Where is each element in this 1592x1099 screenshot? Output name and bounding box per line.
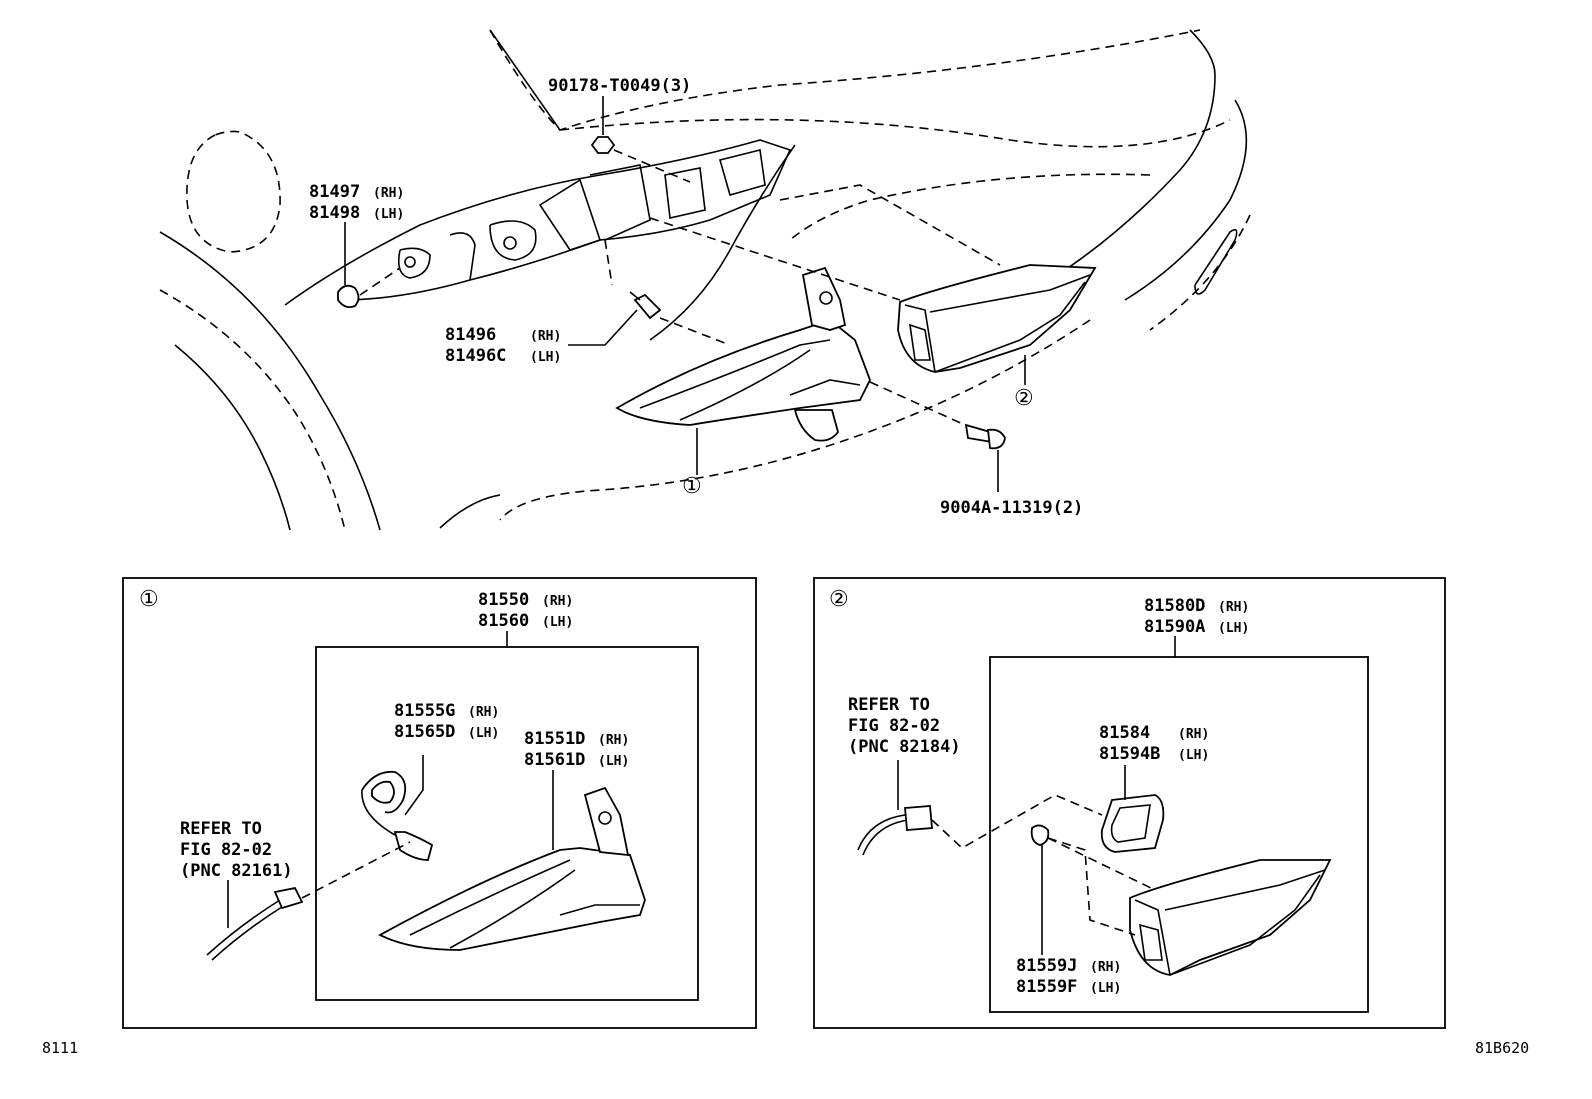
lamp-1-top [604,239,871,475]
callout-1-box: ① [139,587,159,612]
lamp-2-top [649,184,1097,385]
refer2-line1: REFER TO [848,695,930,715]
label-lens-lh: 81561D [524,750,585,770]
nut-90178 [590,96,691,183]
label-clip-lh-side: (LH) [373,207,404,222]
callout-2-box: ② [829,587,849,612]
retainer-81496 [568,291,731,346]
label-socket-rh: 81555G [394,701,455,721]
label-clip-lh: 81498 [309,203,360,223]
label-retainer-rh-side: (RH) [530,329,561,344]
label-assy1-rh-side: (RH) [542,594,573,609]
label-assy2-rh: 81580D [1144,596,1205,616]
label-clip2-lh-side: (LH) [1090,981,1121,996]
label-assy2-rh-side: (RH) [1218,600,1249,615]
refer1-line1: REFER TO [180,819,262,839]
bolt-9004A [869,381,1006,492]
label-nut: 90178-T0049(3) [548,76,691,96]
label-retainer-lh: 81496C [445,346,506,366]
refer1-line3: (PNC 82161) [180,861,293,881]
label-clip-rh-side: (RH) [373,186,404,201]
label-gasket-rh-side: (RH) [1178,727,1209,742]
label-lens-lh-side: (LH) [598,754,629,769]
label-retainer-rh: 81496 [445,325,496,345]
label-socket-rh-side: (RH) [468,705,499,720]
refer2-line3: (PNC 82184) [848,737,961,757]
label-clip-rh: 81497 [309,182,360,202]
footer-left-code: 8111 [42,1039,78,1057]
label-clip2-rh-side: (RH) [1090,960,1121,975]
label-assy1-rh: 81550 [478,590,529,610]
label-assy1-lh: 81560 [478,611,529,631]
label-lens-rh-side: (RH) [598,733,629,748]
detail-box-2 [813,577,1446,1029]
label-gasket-rh: 81584 [1099,723,1150,743]
label-gasket-lh: 81594B [1099,744,1160,764]
label-lens-rh: 81551D [524,729,585,749]
label-clip2-rh: 81559J [1016,956,1077,976]
label-assy1-lh-side: (LH) [542,615,573,630]
label-gasket-lh-side: (LH) [1178,748,1209,763]
label-clip2-lh: 81559F [1016,977,1077,997]
callout-1-top: ① [682,474,702,499]
refer2-line2: FIG 82-02 [848,716,940,736]
callout-2-top: ② [1014,386,1034,411]
rear-panel [284,139,792,306]
label-retainer-lh-side: (LH) [530,350,561,365]
detail-box-1 [122,577,757,1029]
refer1-line2: FIG 82-02 [180,840,272,860]
body-outline [159,29,1251,531]
label-socket-lh: 81565D [394,722,455,742]
label-assy2-lh: 81590A [1144,617,1205,637]
label-assy2-lh-side: (LH) [1218,621,1249,636]
label-bolt: 9004A-11319(2) [940,498,1083,518]
footer-right-code: 81B620 [1475,1039,1529,1057]
clip-81497 [337,222,401,309]
label-socket-lh-side: (LH) [468,726,499,741]
